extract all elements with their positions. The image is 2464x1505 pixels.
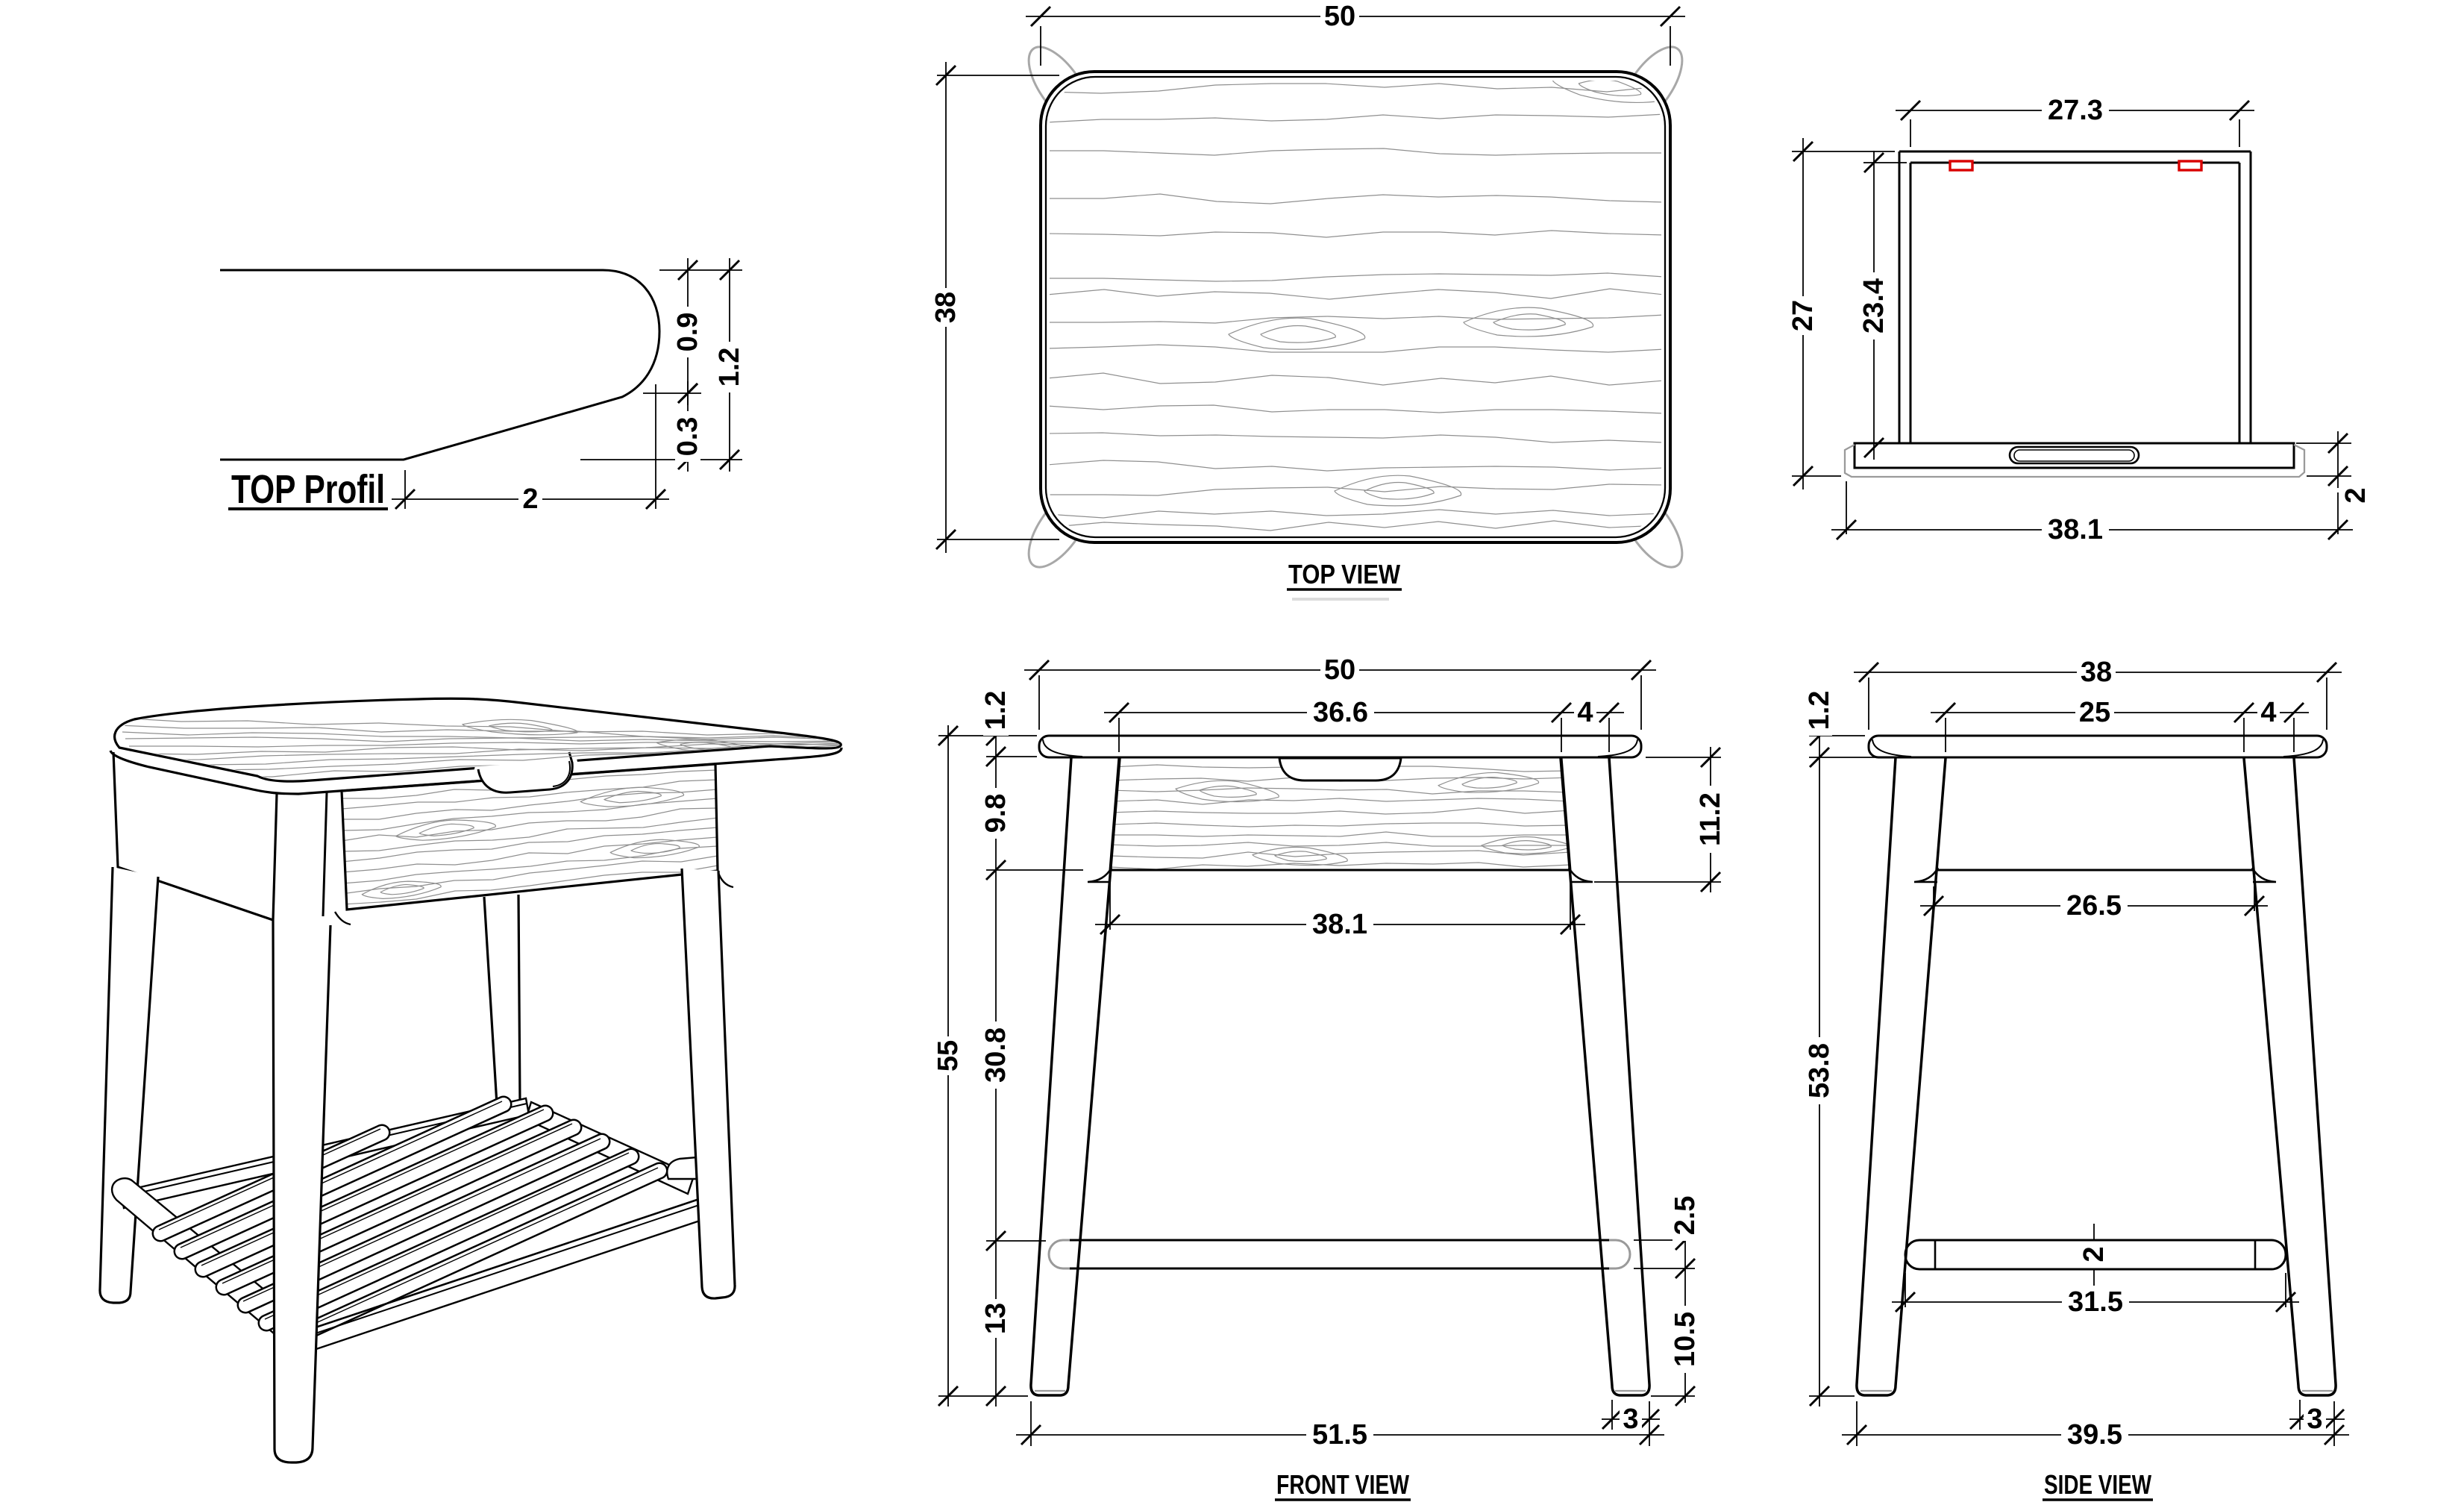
svg-text:51.5: 51.5: [1312, 1419, 1367, 1451]
svg-text:13: 13: [980, 1303, 1012, 1334]
svg-text:2: 2: [2078, 1246, 2110, 1262]
svg-text:2.5: 2.5: [1670, 1196, 1701, 1236]
svg-text:38.1: 38.1: [2048, 514, 2103, 545]
svg-text:TOP VIEW: TOP VIEW: [1288, 559, 1400, 589]
svg-text:38: 38: [2081, 657, 2112, 688]
svg-text:25: 25: [2079, 697, 2110, 728]
svg-text:3: 3: [2307, 1404, 2322, 1435]
svg-text:50: 50: [1324, 654, 1355, 686]
svg-text:36.6: 36.6: [1313, 697, 1368, 728]
svg-text:26.5: 26.5: [2066, 890, 2122, 922]
svg-text:TOP Profil: TOP Profil: [231, 467, 385, 512]
svg-text:1.2: 1.2: [1804, 691, 1835, 730]
svg-text:0.9: 0.9: [672, 313, 703, 352]
svg-text:0.3: 0.3: [672, 417, 703, 457]
svg-text:1.2: 1.2: [714, 348, 745, 387]
svg-text:39.5: 39.5: [2067, 1419, 2122, 1451]
svg-text:31.5: 31.5: [2068, 1286, 2123, 1318]
svg-text:10.5: 10.5: [1670, 1312, 1701, 1367]
svg-text:3: 3: [1623, 1404, 1638, 1435]
svg-text:FRONT VIEW: FRONT VIEW: [1276, 1469, 1409, 1500]
svg-text:55: 55: [932, 1040, 964, 1071]
svg-text:1.2: 1.2: [980, 691, 1012, 730]
svg-text:27.3: 27.3: [2048, 95, 2103, 126]
svg-text:38.1: 38.1: [1312, 909, 1367, 940]
svg-text:38: 38: [930, 292, 962, 323]
svg-text:11.2: 11.2: [1695, 792, 1726, 846]
svg-text:2: 2: [522, 484, 538, 515]
svg-text:50: 50: [1324, 1, 1355, 32]
svg-text:2: 2: [2340, 487, 2371, 503]
svg-text:4: 4: [1577, 697, 1593, 728]
svg-text:4: 4: [2260, 697, 2276, 728]
svg-text:27: 27: [1787, 300, 1819, 331]
svg-text:23.4: 23.4: [1858, 278, 1890, 334]
svg-text:SIDE VIEW: SIDE VIEW: [2044, 1469, 2151, 1500]
svg-text:53.8: 53.8: [1804, 1043, 1835, 1098]
svg-text:9.8: 9.8: [980, 794, 1012, 833]
svg-text:30.8: 30.8: [980, 1027, 1012, 1083]
